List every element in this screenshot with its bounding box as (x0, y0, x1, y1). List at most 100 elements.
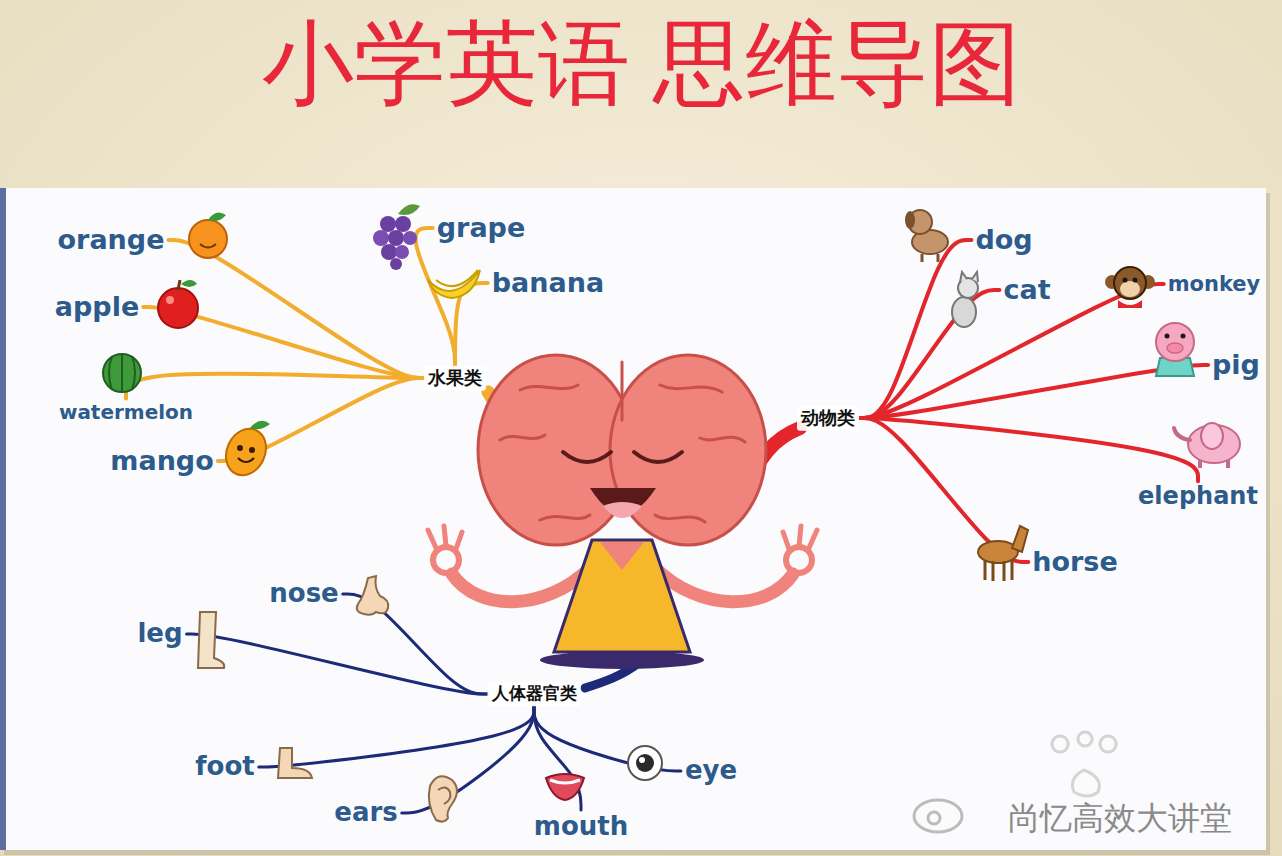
node-text: 人体器官类 (492, 684, 577, 704)
node-text: pig (1212, 349, 1260, 380)
monkey-face (1120, 281, 1140, 297)
branch-line (168, 240, 424, 378)
brain-folds (500, 362, 745, 522)
fruit-word: grape (433, 210, 530, 245)
fruit-word: banana (488, 265, 608, 300)
banana-icon (428, 270, 480, 298)
right-eye (634, 452, 682, 462)
cat-body (952, 297, 976, 327)
body-word: eye (681, 754, 741, 788)
node-text: banana (492, 267, 604, 298)
branch-line (126, 374, 424, 399)
left-arm (452, 568, 590, 602)
left-eye (563, 452, 611, 462)
pig-head (1156, 323, 1194, 361)
node-text: dog (975, 224, 1032, 255)
node-text: cat (1003, 274, 1050, 305)
node-text: mango (110, 445, 213, 476)
right-fingers (783, 526, 817, 549)
body-word: foot (191, 750, 258, 784)
leaf (181, 280, 197, 287)
lips (546, 774, 584, 800)
node-text: elephant (1138, 483, 1258, 511)
watermark: 尚忆高效大讲堂 (1008, 800, 1232, 837)
dog-icon (905, 210, 948, 262)
brain-character (428, 355, 817, 669)
mouth-icon (546, 774, 584, 800)
ear-shape (429, 776, 457, 821)
foot-icon (278, 748, 312, 778)
face (200, 244, 216, 248)
pig-snout (1167, 343, 1183, 353)
animal-word: elephant (1134, 481, 1262, 513)
banana-line (436, 270, 478, 286)
branch-line (859, 240, 971, 418)
nose-shape (357, 576, 388, 615)
grape-berry (373, 230, 389, 246)
fruit-word: mango (106, 443, 217, 478)
grape-berry (381, 244, 397, 260)
eye-dot (237, 445, 243, 451)
tongue (603, 502, 642, 518)
eye-dot (1181, 334, 1186, 339)
mango-icon (219, 421, 274, 482)
node-text: orange (58, 224, 165, 255)
dog-legs (922, 254, 938, 262)
apple-icon (158, 280, 198, 328)
iris (636, 754, 654, 772)
grape-berry (390, 258, 402, 270)
body-word: leg (133, 617, 186, 651)
eye-shine (639, 757, 645, 763)
grape-berry (403, 231, 417, 245)
leaf (398, 204, 420, 215)
ear-icon (429, 776, 457, 821)
logo-eye (928, 812, 940, 824)
face (238, 458, 254, 462)
paw-mark (1052, 732, 1116, 796)
cat-icon (952, 272, 978, 327)
monkey-collar (1118, 300, 1142, 308)
stem (178, 280, 180, 290)
category-label: 动物类 (797, 406, 859, 431)
neck (600, 542, 644, 570)
branch-line (259, 706, 534, 767)
fruit-word: orange (54, 222, 169, 257)
apple-body (158, 288, 198, 328)
banana-body (428, 270, 480, 298)
leg-icon (198, 612, 224, 668)
right-arm (655, 568, 793, 602)
node-text: eye (685, 756, 737, 786)
category-label: 水果类 (424, 366, 486, 391)
shirt (554, 540, 690, 652)
node-text: horse (1032, 546, 1117, 577)
elephant-legs (1200, 460, 1228, 468)
whiteboard-panel (0, 188, 1266, 850)
node-text: 水果类 (428, 368, 482, 389)
elephant-icon (1174, 423, 1240, 468)
mango-body (219, 422, 274, 482)
orange-body (189, 220, 227, 258)
eye-dot (1123, 278, 1128, 283)
horse-body (978, 541, 1018, 563)
grape-berry (395, 245, 409, 259)
fruit-word: watermelon (55, 399, 197, 426)
animal-word: dog (971, 222, 1036, 257)
node-text: 动物类 (801, 408, 855, 429)
animal-word: monkey (1164, 270, 1265, 298)
animal-word: pig (1208, 347, 1264, 382)
body-word: mouth (530, 810, 632, 844)
body-word: nose (265, 577, 342, 611)
eyeball (628, 746, 662, 780)
nose-icon (357, 576, 388, 615)
animal-word: horse (1028, 544, 1121, 579)
node-text: grape (437, 212, 526, 243)
branch-line (187, 634, 488, 694)
grape-berry (395, 216, 411, 232)
node-text: monkey (1168, 272, 1261, 296)
cat-ears (960, 272, 978, 282)
eye-dot (1133, 278, 1138, 283)
panel-edge (0, 188, 6, 850)
branch-line (859, 290, 999, 418)
